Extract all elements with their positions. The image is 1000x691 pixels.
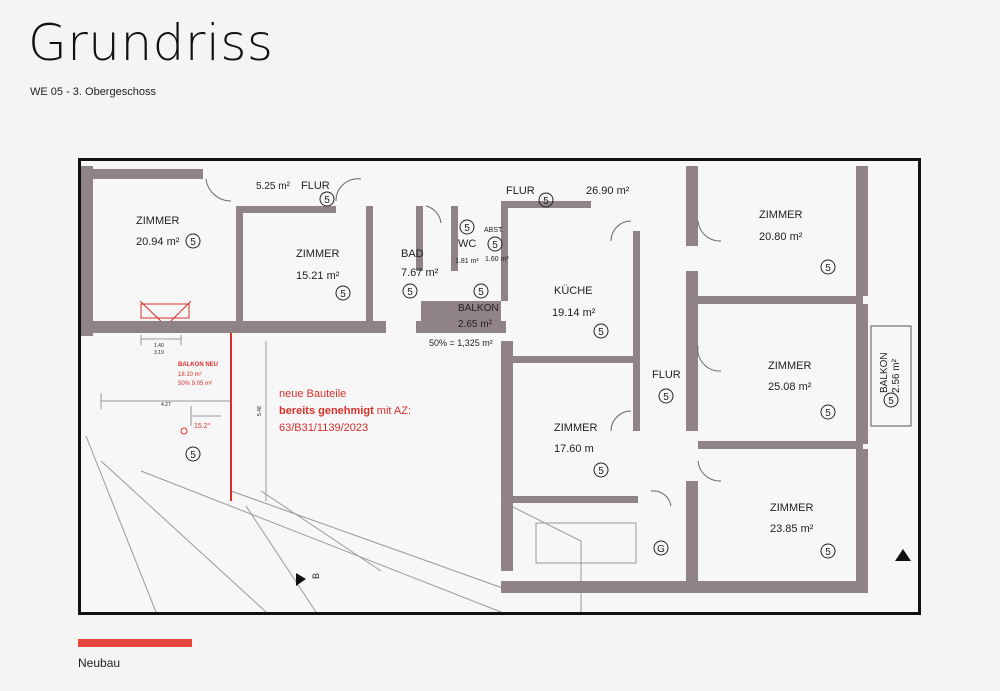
- page-title: Grundriss: [28, 14, 274, 72]
- balkon-half-text: 50% = 1,325 m²: [429, 338, 493, 348]
- dimension-label: 3.19: [154, 350, 164, 356]
- room-label: BALKON: [458, 303, 499, 314]
- g-marker: G: [657, 544, 665, 555]
- accent-bar: [78, 639, 192, 647]
- room-area: 25.08 m²: [768, 381, 812, 393]
- room-number: 5: [492, 240, 498, 251]
- balkon-right-number: 5: [888, 396, 894, 407]
- flur-label: FLUR: [652, 369, 681, 381]
- dimension-label: 5.48: [257, 406, 263, 416]
- notice-line-1: neue Bauteile: [279, 388, 346, 400]
- dimension-label: 1.40: [154, 343, 164, 349]
- room-area: 19.14 m²: [552, 307, 596, 319]
- room-label: ZIMMER: [296, 248, 339, 260]
- room-area: 15.21 m²: [296, 270, 340, 282]
- flur-label: FLUR: [301, 180, 330, 192]
- balkon-right-area: 2.56 m²: [891, 358, 902, 393]
- flur-number: 5: [543, 196, 549, 207]
- room-number: 5: [478, 287, 484, 298]
- room-number: 5: [407, 287, 413, 298]
- flur-area: 5.25 m²: [256, 181, 291, 192]
- room-label: ZIMMER: [770, 502, 813, 514]
- dimension-label: 4.27: [161, 402, 171, 408]
- b-marker: B: [311, 573, 321, 579]
- flur-number: 5: [324, 195, 330, 206]
- room-label: ZIMMER: [759, 209, 802, 221]
- room-number: 5: [825, 547, 831, 558]
- room-label: KÜCHE: [554, 285, 593, 297]
- room-label: WC: [458, 238, 476, 250]
- room-number: 5: [825, 408, 831, 419]
- notice-line-2-bold: bereits genehmigt: [279, 405, 374, 417]
- height-mark: 15.2°: [194, 422, 211, 430]
- room-number: 5: [340, 289, 346, 300]
- room-label: BAD: [401, 248, 424, 260]
- room-number: 5: [464, 223, 470, 234]
- room-label: ZIMMER: [554, 422, 597, 434]
- notice-line-2-rest: mit AZ:: [374, 405, 411, 417]
- room-number: 5: [598, 327, 604, 338]
- room-area: 20.80 m²: [759, 231, 803, 243]
- section-caption: Neubau: [78, 656, 121, 670]
- room-area: 20.94 m²: [136, 236, 180, 248]
- room-area: 17.60 m: [554, 443, 594, 455]
- room-label: ABST.: [484, 227, 504, 234]
- notice-line-3: 63/B31/1139/2023: [279, 422, 368, 434]
- room-number: 5: [190, 237, 196, 248]
- balkon-neu-area: 18.10 m²: [178, 372, 202, 378]
- flur-label: FLUR: [506, 185, 535, 197]
- balkon-neu-half: 50% 9.05 m²: [178, 381, 212, 387]
- room-area: 7.67 m²: [401, 267, 439, 279]
- balkon-neu-number: 5: [190, 450, 196, 461]
- flur-area: 26.90 m²: [586, 185, 630, 197]
- flur-number: 5: [663, 392, 669, 403]
- floorplan-frame: ZIMMER 20.94 m² 5 ZIMMER 15.21 m² 5 BAD …: [78, 158, 921, 615]
- floorplan-drawing: ZIMMER 20.94 m² 5 ZIMMER 15.21 m² 5 BAD …: [81, 161, 918, 612]
- notice-line-2: bereits genehmigt mit AZ:: [279, 405, 411, 417]
- room-area: 1.60 m²: [485, 256, 509, 263]
- room-number: 5: [598, 466, 604, 477]
- room-area: 2.65 m²: [458, 319, 493, 330]
- room-label: ZIMMER: [136, 215, 179, 227]
- room-number: 5: [825, 263, 831, 274]
- page-subtitle: WE 05 - 3. Obergeschoss: [30, 86, 156, 98]
- balkon-neu-label: BALKON NEU: [178, 362, 218, 368]
- balkon-right-label: BALKON: [879, 352, 890, 393]
- room-area: 23.85 m²: [770, 523, 814, 535]
- room-area: 1.81 m²: [455, 258, 479, 265]
- room-label: ZIMMER: [768, 360, 811, 372]
